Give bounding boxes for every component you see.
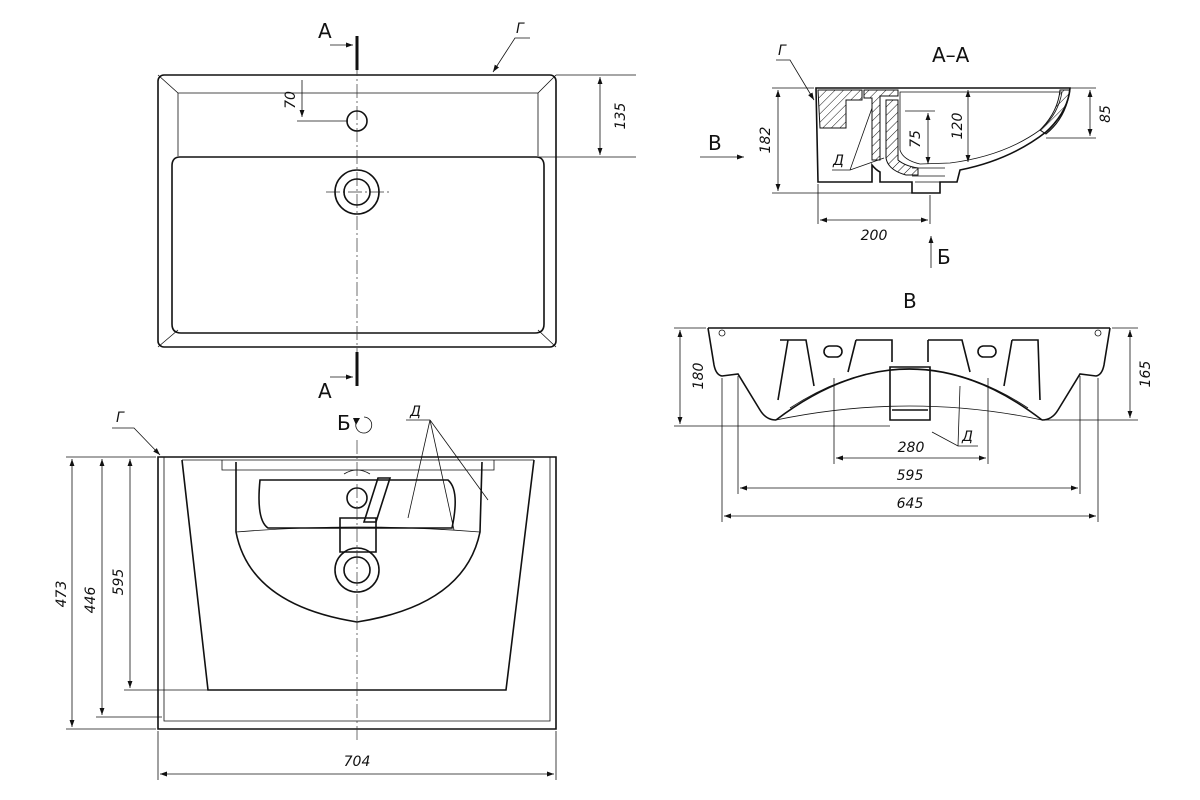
dim-sec-200: 200 bbox=[861, 228, 888, 244]
leader-g-section bbox=[776, 59, 815, 101]
section-hatch-front bbox=[863, 89, 899, 161]
view-v: В 180 165 280 595 645 bbox=[674, 289, 1154, 522]
rotation-symbol bbox=[355, 416, 373, 434]
view-v-left-bracket bbox=[707, 327, 777, 421]
view-b-arrow-label: Б bbox=[937, 245, 951, 269]
view-v-rib-2 bbox=[847, 339, 893, 373]
dim-v-280: 280 bbox=[898, 440, 925, 456]
dim-top-135: 135 bbox=[613, 103, 629, 130]
leader-g-bottom bbox=[112, 427, 161, 456]
leader-d-bottom-1 bbox=[407, 419, 431, 519]
section-letter-a-bottom: А bbox=[318, 379, 332, 403]
leader-d-bottom-2 bbox=[429, 419, 455, 531]
top-view-rim-line bbox=[157, 74, 557, 94]
letter-g-bottom: Г bbox=[116, 410, 125, 426]
dim-b-704: 704 bbox=[344, 754, 371, 770]
bottom-bowl-line bbox=[235, 526, 481, 533]
view-v-slot-right bbox=[977, 345, 997, 358]
top-view: А А Г 70 135 bbox=[157, 19, 636, 403]
view-v-slot-left bbox=[823, 345, 843, 358]
view-v-title: В bbox=[903, 289, 917, 313]
view-v-arrow-label: В bbox=[708, 131, 722, 155]
view-v-rib-4 bbox=[1003, 339, 1041, 401]
section-drain bbox=[912, 167, 945, 183]
section-bowl-surface bbox=[899, 91, 1063, 165]
dim-v-165: 165 bbox=[1138, 361, 1154, 388]
section-title: А–А bbox=[932, 43, 970, 67]
top-view-bowl bbox=[171, 156, 545, 334]
letter-g-top: Г bbox=[516, 21, 525, 37]
bottom-channel bbox=[362, 477, 392, 523]
view-v-mount-hole-left bbox=[718, 329, 726, 337]
rotation-arrow bbox=[353, 418, 360, 425]
dim-v-645: 645 bbox=[897, 496, 924, 512]
view-v-right-bracket bbox=[1041, 327, 1111, 421]
dim-b-473: 473 bbox=[54, 581, 70, 608]
bottom-view: Б 473 446 595 704 Г bbox=[54, 404, 557, 780]
view-v-rib-1 bbox=[777, 339, 815, 401]
section-hatch-wall bbox=[885, 99, 919, 176]
dim-top-70: 70 bbox=[283, 91, 299, 109]
dim-sec-85: 85 bbox=[1098, 105, 1114, 123]
bottom-bowl-curve bbox=[235, 461, 483, 623]
view-v-drain bbox=[889, 366, 931, 421]
section-hatch-rim bbox=[817, 89, 863, 129]
view-v-bowl-arc-inner bbox=[789, 368, 1029, 409]
drain-inner bbox=[343, 178, 371, 206]
view-b-rot-label: Б bbox=[337, 411, 351, 435]
bottom-cutout bbox=[258, 479, 456, 529]
dim-v-180: 180 bbox=[691, 363, 707, 390]
dim-b-446: 446 bbox=[83, 587, 99, 614]
leader-d-view-v-2 bbox=[957, 385, 961, 447]
bottom-drain-body bbox=[339, 517, 377, 553]
leader-d-section bbox=[832, 107, 885, 171]
section-hatch-lip bbox=[1039, 89, 1071, 135]
letter-d-section: Д bbox=[832, 153, 844, 169]
bottom-outline bbox=[157, 456, 557, 730]
dim-b-595: 595 bbox=[111, 569, 127, 596]
view-v-mount-hole-right bbox=[1094, 329, 1102, 337]
top-view-rim-inner bbox=[157, 93, 557, 348]
bottom-drain-outer bbox=[334, 547, 380, 593]
dim-v-595: 595 bbox=[897, 468, 924, 484]
view-v-bowl-arc bbox=[775, 368, 1043, 421]
leader-g-top bbox=[492, 37, 530, 73]
leader-d-bottom-3 bbox=[429, 419, 489, 501]
letter-d-view-v: Д bbox=[961, 429, 973, 445]
view-v-bowl-base bbox=[775, 405, 1043, 421]
section-a-a: А–А 182 75 120 85 200 В Б Г Д bbox=[700, 43, 1114, 269]
letter-g-section: Г bbox=[778, 43, 787, 59]
section-letter-a-top: А bbox=[318, 19, 332, 43]
dim-sec-182: 182 bbox=[758, 127, 774, 154]
letter-d-bottom: Д bbox=[409, 404, 421, 420]
dim-sec-75: 75 bbox=[908, 130, 924, 148]
view-v-rib-3 bbox=[927, 339, 971, 373]
dim-sec-120: 120 bbox=[950, 113, 966, 140]
drain-outer bbox=[334, 169, 380, 215]
section-outer-profile bbox=[815, 87, 1071, 194]
